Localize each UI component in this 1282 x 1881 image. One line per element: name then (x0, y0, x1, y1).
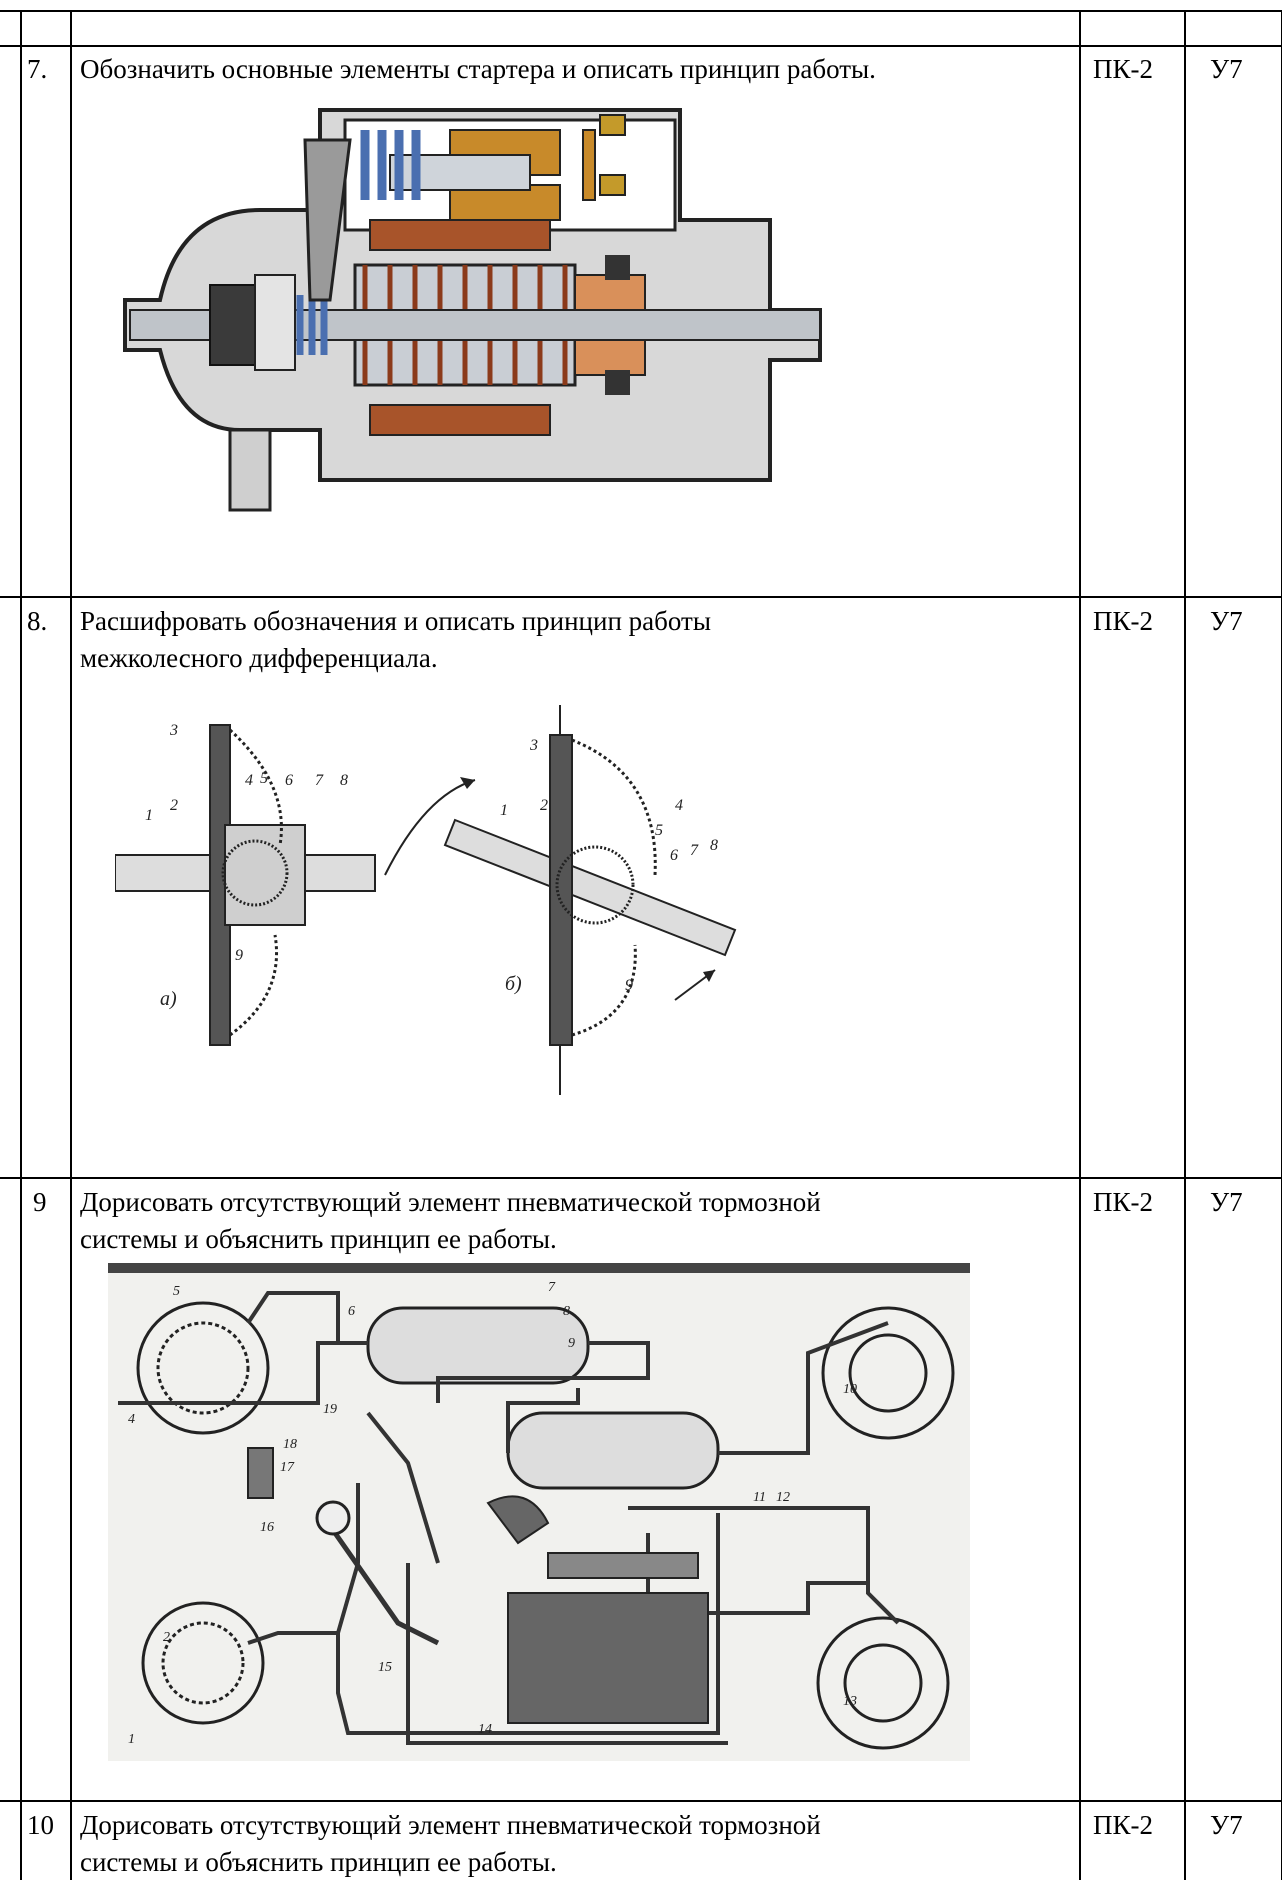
part-label: 1 (500, 802, 508, 819)
col-divider-num (70, 10, 72, 1880)
row-number: 8. (27, 606, 48, 636)
part-label: 3 (169, 722, 178, 739)
part-label: 12 (776, 1490, 790, 1505)
part-label: 5 (260, 770, 268, 787)
view-label: a) (160, 988, 177, 1010)
table-header-divider (0, 45, 1282, 47)
skill-code: У7 (1210, 1810, 1243, 1840)
competence-code: ПК-2 (1093, 1810, 1153, 1840)
task-text-line-1: Расшифровать обозначения и описать принц… (80, 606, 711, 636)
part-label: 19 (323, 1402, 337, 1417)
table-border-top (0, 10, 1282, 12)
part-label: 9 (568, 1336, 575, 1351)
part-label: 9 (235, 947, 243, 964)
part-label: 6 (348, 1304, 355, 1319)
part-label: 2 (163, 1630, 170, 1645)
pneumatic-brake-system-diagram: 1 2 4 5 6 7 8 9 10 11 12 13 14 15 16 17 … (108, 1263, 970, 1761)
skill-code: У7 (1210, 54, 1243, 84)
part-label: 18 (283, 1437, 297, 1452)
competence-code: ПК-2 (1093, 1187, 1153, 1217)
part-label: 10 (843, 1382, 857, 1397)
part-label: 7 (690, 842, 699, 859)
row-divider-7-8 (0, 596, 1282, 598)
part-label: 11 (753, 1490, 766, 1505)
row-number: 7. (27, 54, 48, 84)
part-label: 15 (378, 1660, 392, 1675)
part-label: 14 (478, 1722, 492, 1737)
differential-view-a: 3 2 1 4 5 6 7 8 9 a) (115, 722, 376, 1046)
skill-code: У7 (1210, 1187, 1243, 1217)
task-text: Обозначить основные элементы стартера и … (80, 54, 876, 84)
part-label: 16 (260, 1520, 274, 1535)
part-label: 6 (670, 847, 678, 864)
task-text-line-1: Дорисовать отсутствующий элемент пневмат… (80, 1187, 821, 1217)
table-border-left (20, 10, 22, 1880)
part-label: 2 (540, 797, 548, 814)
part-label: 4 (245, 772, 253, 789)
row-divider-8-9 (0, 1177, 1282, 1179)
task-text-line-2: системы и объяснить принцип ее работы. (80, 1224, 557, 1254)
part-label: 9 (625, 977, 633, 994)
part-label: 7 (548, 1280, 556, 1295)
part-label: 8 (710, 837, 718, 854)
part-label: 6 (285, 772, 293, 789)
row-divider-9-10 (0, 1800, 1282, 1802)
row-number: 9 (33, 1187, 47, 1217)
competence-code: ПК-2 (1093, 606, 1153, 636)
part-label: 4 (675, 797, 683, 814)
task-text-line-2: межколесного дифференциала. (80, 643, 438, 673)
starter-cutaway-drawing (120, 100, 860, 540)
part-label: 2 (170, 797, 178, 814)
differential-diagram: 3 2 1 4 5 6 7 8 9 a) (115, 705, 905, 1115)
part-label: 17 (280, 1460, 295, 1475)
col-divider-competence (1184, 10, 1186, 1880)
part-label: 3 (529, 737, 538, 754)
col-divider-task (1079, 10, 1081, 1880)
part-label: 1 (128, 1732, 135, 1747)
part-label: 5 (173, 1284, 180, 1299)
differential-view-b: 3 1 2 4 5 6 7 8 9 б) (443, 705, 737, 1095)
part-label: 13 (843, 1694, 857, 1709)
part-label: 7 (315, 772, 324, 789)
part-label: 8 (340, 772, 348, 789)
task-text-line-2: системы и объяснить принцип ее работы. (80, 1847, 557, 1877)
part-label: 5 (655, 822, 663, 839)
part-label: 1 (145, 807, 153, 824)
competence-code: ПК-2 (1093, 54, 1153, 84)
part-label: 4 (128, 1412, 135, 1427)
skill-code: У7 (1210, 606, 1243, 636)
part-label: 8 (563, 1304, 570, 1319)
view-label: б) (505, 973, 522, 995)
row-number: 10 (27, 1810, 54, 1840)
task-text-line-1: Дорисовать отсутствующий элемент пневмат… (80, 1810, 821, 1840)
